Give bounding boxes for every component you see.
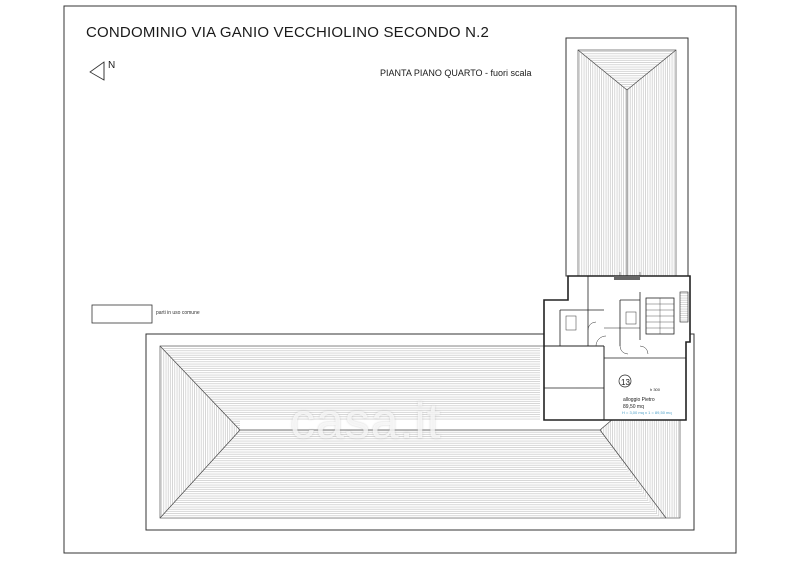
roof-vertical-wing (565, 37, 689, 277)
height-label: h 300 (650, 387, 661, 392)
apartment-plan (543, 275, 691, 421)
apartment-name: alloggio Pietro (623, 397, 655, 403)
apartment-detail: H = 3,00 mq x 1 = 89,50 mq (622, 410, 672, 415)
watermark-logo: casa.it (290, 393, 442, 449)
north-arrow-icon (89, 61, 105, 81)
apartment-number: 13 (621, 378, 630, 387)
roof-horizontal-wing (145, 333, 695, 531)
legend-swatch (91, 304, 153, 324)
legend-label: parti in uso comune (156, 310, 200, 316)
north-label: N (108, 60, 116, 71)
drawing-title: CONDOMINIO VIA GANIO VECCHIOLINO SECONDO… (86, 24, 490, 41)
sheet-frame (63, 5, 737, 554)
apartment-area: 89,50 mq (623, 404, 644, 410)
drawing-subtitle: PIANTA PIANO QUARTO - fuori scala (380, 68, 532, 78)
apartment-number-badge (618, 374, 632, 388)
